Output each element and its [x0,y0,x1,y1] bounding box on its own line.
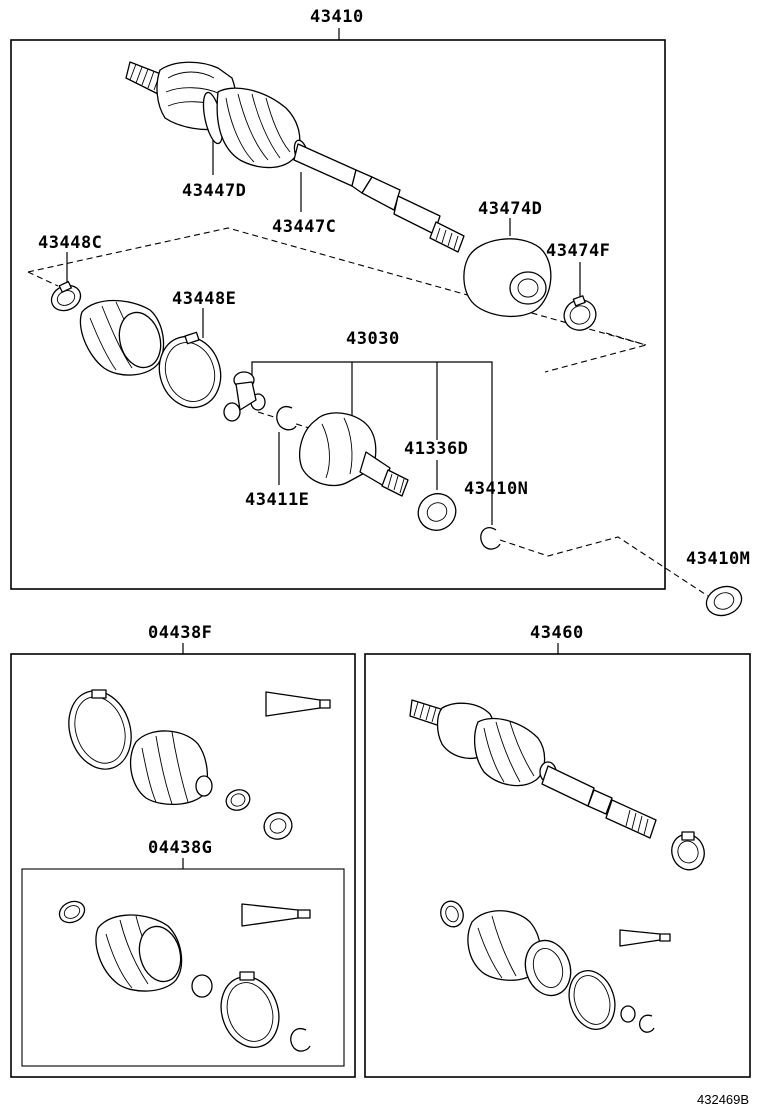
assembly-43460-parts [409,699,705,1033]
label-snap-ring-e: 43411E [245,490,309,510]
label-dust-deflector: 43410M [686,549,750,569]
main-assembly-frame [10,39,666,590]
small-clamp-43448c [50,280,82,312]
boot-kit-f-parts [68,689,331,840]
label-snap-ring-n: 43410N [464,479,528,499]
snap-ring-43411e [276,405,297,431]
drive-shaft-assembly [125,61,597,331]
boot-kit-g-parts [58,900,311,1052]
label-assembly-other: 43460 [530,623,584,643]
label-boot-clamp-c: 43447C [272,217,336,237]
label-clamp-large: 43448E [172,289,236,309]
label-clamp-small: 43448C [38,233,102,253]
large-clamp-43448e [158,331,222,409]
dust-seal-41336d [417,493,457,531]
diagram-code: 432469B [697,1092,749,1107]
label-boot-kit-g: 04438G [148,838,212,858]
snap-ring-43410n [480,527,501,550]
label-damper-clamp: 43474F [546,241,610,261]
label-dust-seal: 41336D [404,439,468,459]
label-boot-kit-f: 04438F [148,623,212,643]
label-assembly-main: 43410 [310,7,364,27]
tripod-joint [223,371,266,422]
inner-joint-43030 [299,412,409,497]
label-inner-joint: 43030 [346,329,400,349]
label-boot-clamp-d: 43447D [182,181,246,201]
dust-deflector-43410m [705,585,743,617]
label-damper: 43474D [478,199,542,219]
inner-boot [79,299,165,376]
